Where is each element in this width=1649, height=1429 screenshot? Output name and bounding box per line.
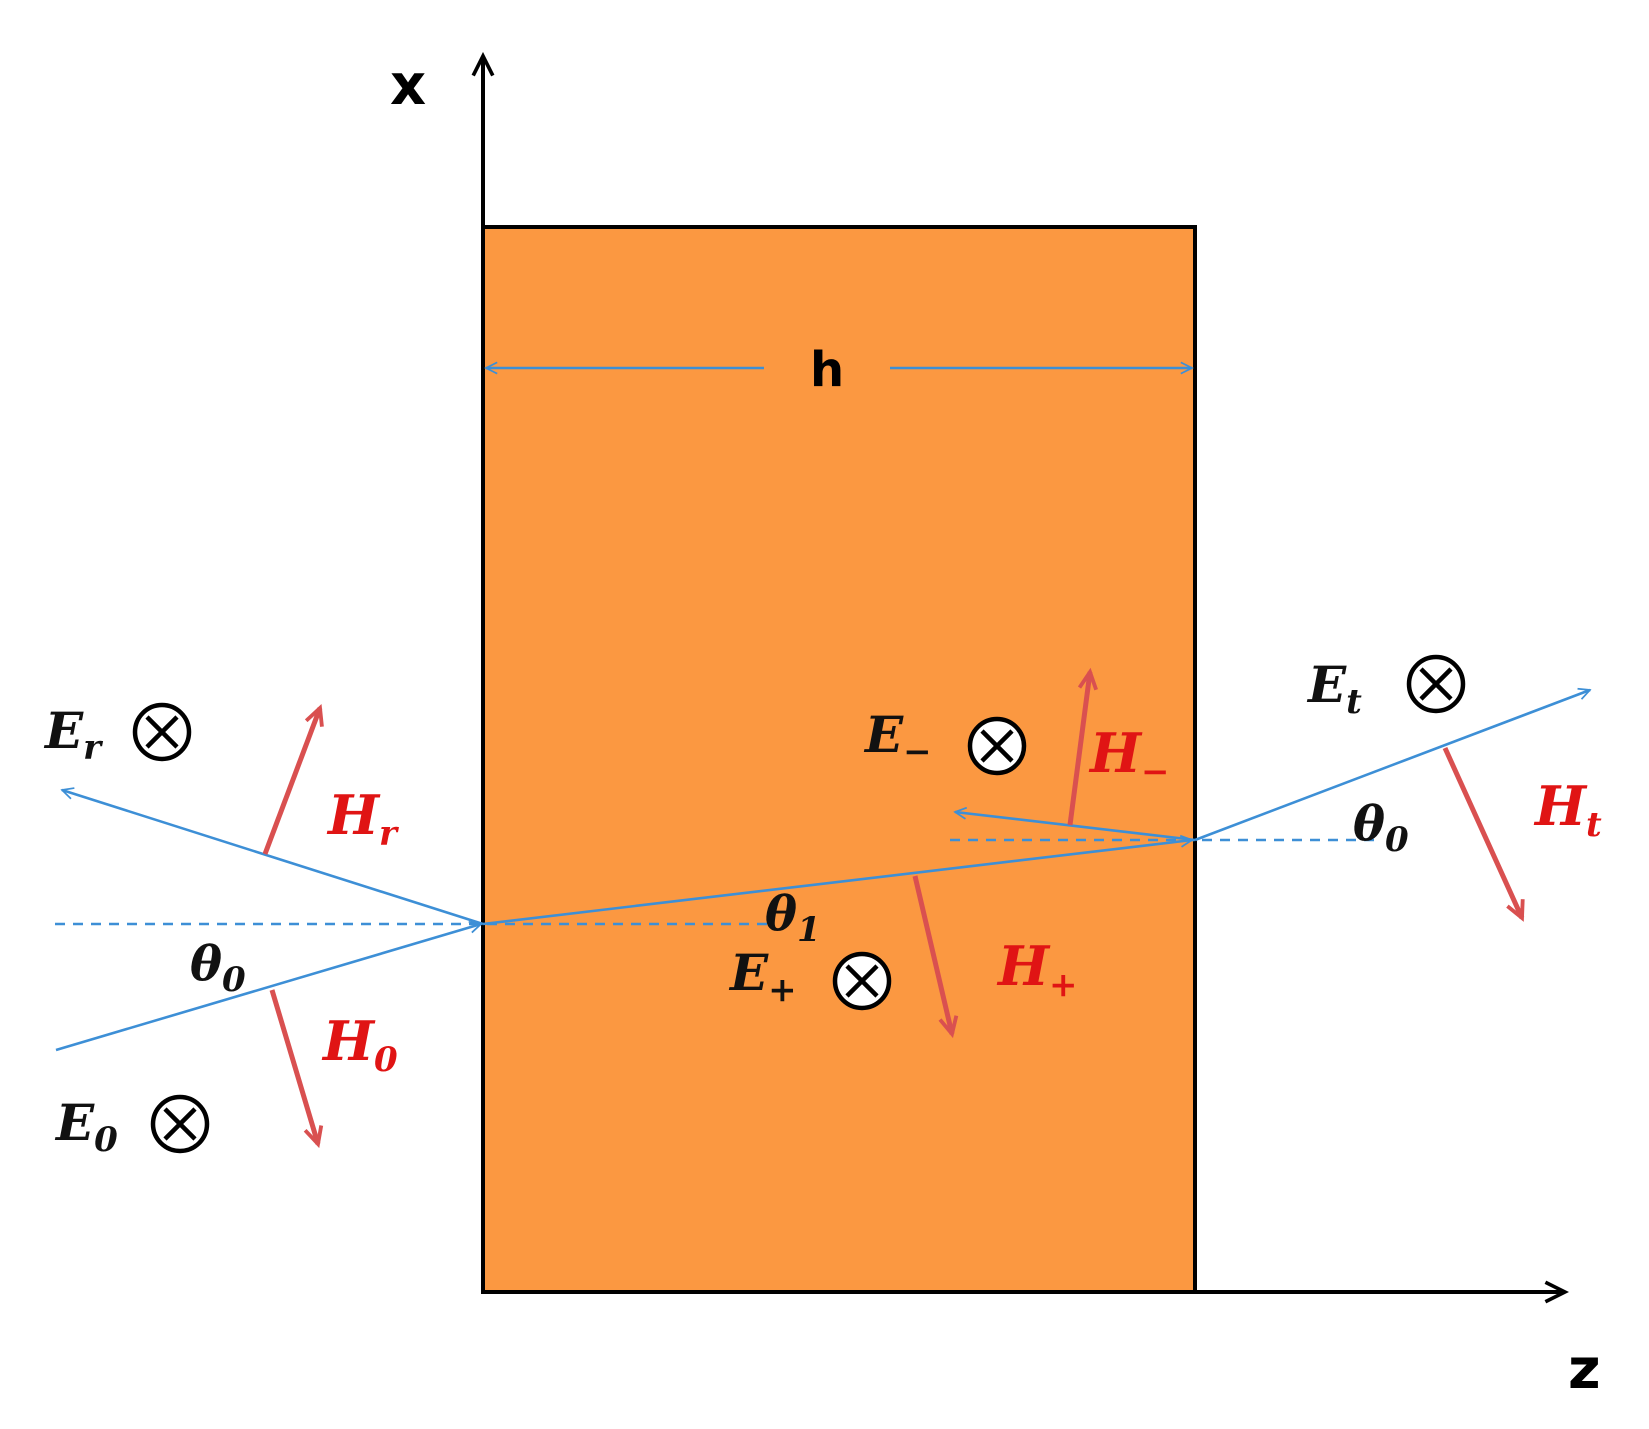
forward-wave-ray bbox=[482, 840, 1192, 926]
e-incident-label: E0 bbox=[54, 1093, 118, 1160]
h-forward-arrow bbox=[912, 875, 959, 1039]
x-axis-label: x bbox=[390, 53, 426, 118]
h-incident-label: H0 bbox=[321, 1009, 398, 1080]
into-page-icon bbox=[832, 951, 892, 1011]
z-axis-label: z bbox=[1568, 1337, 1601, 1402]
into-page-icon bbox=[967, 716, 1027, 776]
transmitted-ray bbox=[1194, 690, 1590, 842]
h-reflected-arrow bbox=[262, 703, 324, 855]
thickness-label: h bbox=[810, 342, 844, 398]
into-page-icon bbox=[150, 1094, 210, 1154]
h-transmitted-label: Ht bbox=[1533, 774, 1602, 845]
h-backward-label: H− bbox=[1088, 721, 1170, 792]
e-transmitted-label: Et bbox=[1306, 655, 1362, 722]
h-forward-label: H+ bbox=[996, 934, 1078, 1005]
into-page-icon bbox=[1406, 654, 1466, 714]
e-forward-label: E+ bbox=[728, 943, 797, 1010]
into-page-icon bbox=[132, 702, 192, 762]
theta-incident-label: θ0 bbox=[190, 936, 246, 1000]
theta-transmitted-label: θ0 bbox=[1353, 796, 1409, 860]
h-transmitted-arrow bbox=[1442, 746, 1525, 922]
h-reflected-label: Hr bbox=[326, 783, 399, 854]
incident-ray bbox=[55, 924, 481, 1052]
e-backward-label: E− bbox=[863, 705, 932, 772]
e-reflected-label: Er bbox=[43, 701, 103, 768]
backward-wave-ray bbox=[955, 812, 1196, 842]
h-incident-arrow bbox=[269, 989, 324, 1149]
theta-refracted-label: θ1 bbox=[765, 886, 821, 950]
reflected-ray bbox=[62, 790, 484, 926]
h-backward-arrow bbox=[1067, 667, 1098, 826]
